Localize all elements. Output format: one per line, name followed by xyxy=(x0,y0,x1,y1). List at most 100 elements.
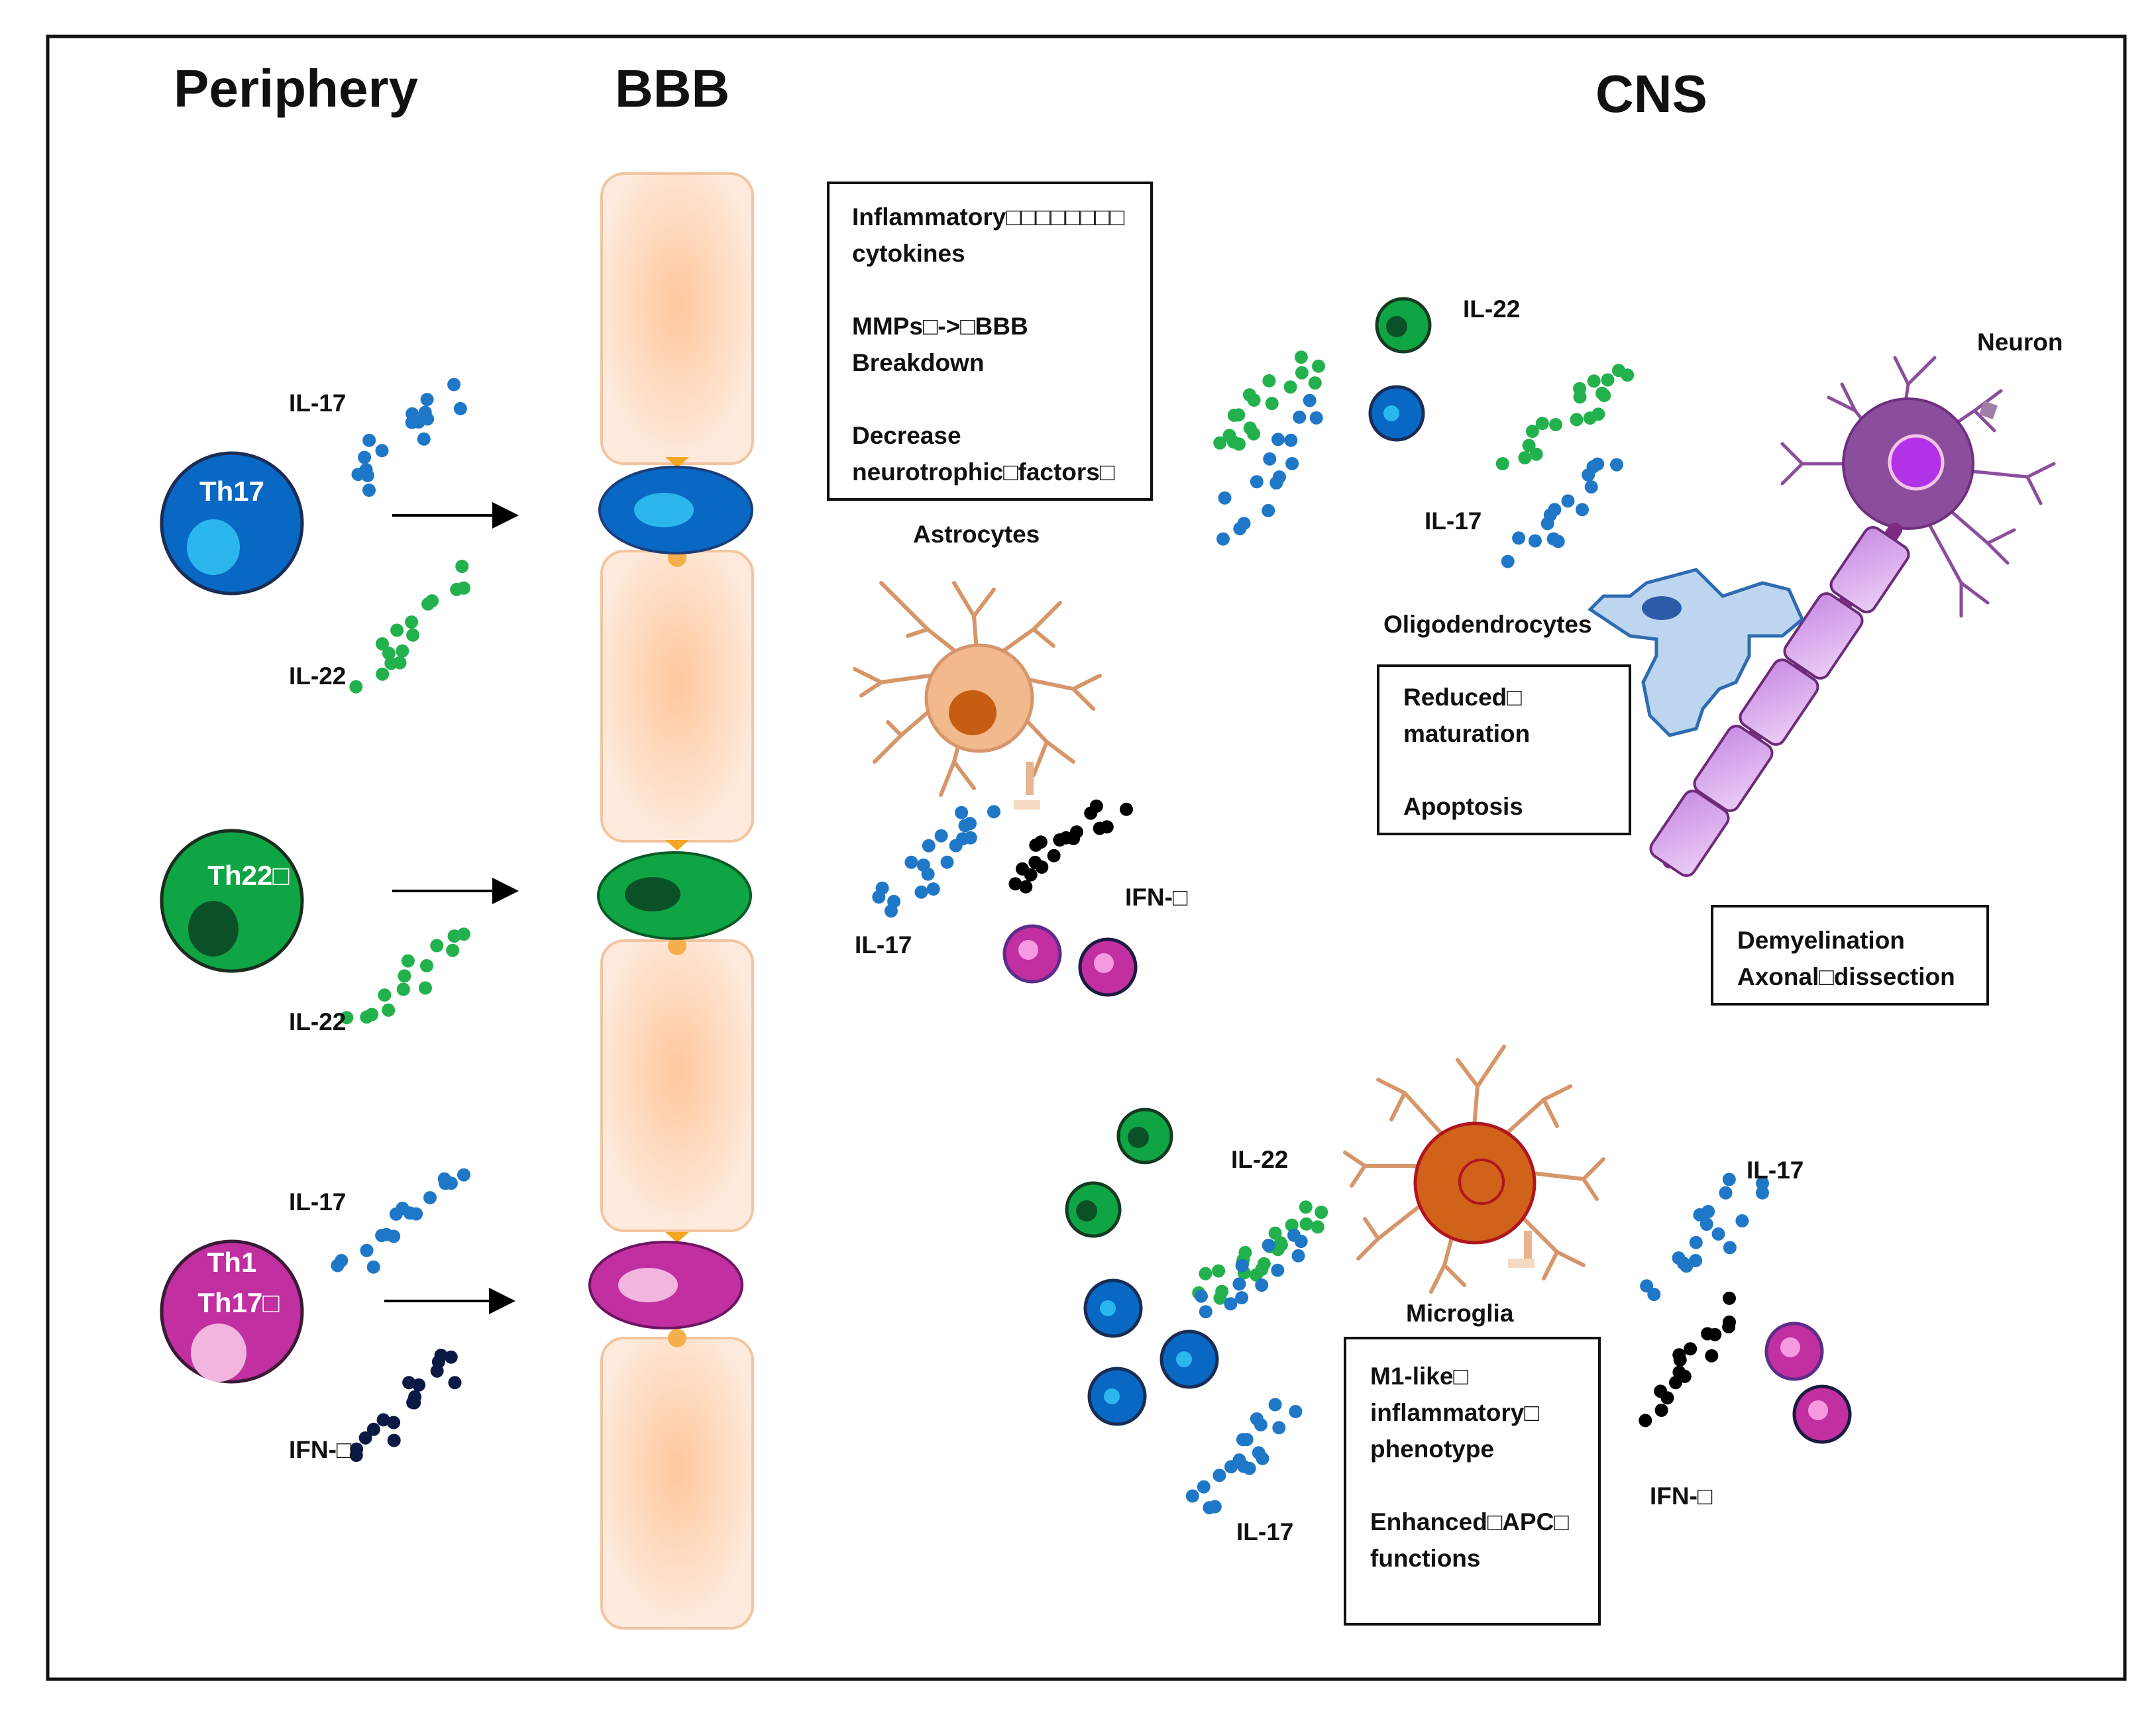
cytokine-dot xyxy=(1084,806,1098,820)
cytokine-dot xyxy=(1235,1259,1249,1272)
cytokine-dot xyxy=(402,1376,416,1390)
th22-cell xyxy=(160,829,304,973)
th1-label: Th1 xyxy=(207,1247,257,1278)
cytokine-dot xyxy=(1549,418,1562,431)
cytokine-dot xyxy=(376,637,389,650)
cytokine-dot xyxy=(1512,531,1526,545)
cytokine-dot xyxy=(1035,860,1049,874)
demyelination-box: Demyelination Axonal□dissection xyxy=(1711,905,1989,1006)
oligodendrocyte-effects-box: Reduced□ maturation Apoptosis xyxy=(1377,664,1631,835)
il22-label-periphery-2: IL-22 xyxy=(289,1008,347,1035)
cytokine-dot xyxy=(446,943,460,957)
outer-frame xyxy=(46,34,2127,1681)
endothelial-cell-4 xyxy=(600,1337,754,1630)
cytokine-dot xyxy=(1247,427,1261,441)
cytokine-dot xyxy=(1216,532,1230,546)
cytokine-dot xyxy=(420,959,433,972)
oligo-effects-line-2: maturation xyxy=(1403,720,1531,747)
cytokine-dot xyxy=(366,1422,380,1436)
cytokine-dot xyxy=(1535,417,1549,431)
cytokine-dot xyxy=(1610,458,1623,472)
cytokine-dot xyxy=(335,1254,349,1267)
il22-label-cns-top: IL-22 xyxy=(1463,295,1521,323)
cytokine-dot xyxy=(1271,433,1285,446)
cytokine-dot xyxy=(1640,1279,1654,1293)
cytokine-dot xyxy=(1185,1489,1199,1503)
cytokine-dot xyxy=(423,1191,437,1205)
oligo-effects-line-1: Reduced□ xyxy=(1403,684,1522,711)
cytokine-dot xyxy=(1315,1206,1328,1220)
cytokine-dot xyxy=(1255,1278,1269,1292)
cytokine-dot xyxy=(1269,476,1283,490)
cytokine-dot xyxy=(1522,439,1536,452)
ifn-label-microglia: IFN-□ xyxy=(1650,1482,1713,1510)
cns-th17-nucleus-1 xyxy=(1383,405,1399,421)
microglia-effects-line-2: inflammatory□ xyxy=(1370,1399,1539,1426)
cytokine-dot xyxy=(1285,1218,1299,1232)
cytokine-dot xyxy=(955,805,969,819)
th17-label: Th17 xyxy=(199,476,265,507)
cytokine-dot xyxy=(407,1396,421,1410)
header-cns: CNS xyxy=(1595,64,1707,123)
cytokine-dot xyxy=(1587,374,1601,388)
astrocyte-process-fragment xyxy=(1026,762,1034,795)
oligodendrocytes-label: Oligodendrocytes xyxy=(1383,611,1592,638)
cytokine-dot xyxy=(365,1008,379,1021)
cytokine-dot xyxy=(921,867,935,881)
th22-label: Th22□ xyxy=(207,860,290,891)
cytokine-dot xyxy=(1543,508,1557,522)
cytokine-dot xyxy=(1722,1320,1736,1333)
cytokine-dot xyxy=(1284,433,1298,447)
cytokine-dot xyxy=(1199,1305,1213,1319)
cytokine-dot xyxy=(1684,1342,1698,1356)
cytokine-dot xyxy=(1756,1176,1769,1190)
cytokine-dot xyxy=(375,444,389,458)
cytokine-dot xyxy=(1255,1263,1269,1276)
cytokine-dot xyxy=(1271,1263,1285,1277)
cytokine-dot xyxy=(1529,447,1543,461)
microglia-effects-box: M1-like□ inflammatory□ phenotype Enhance… xyxy=(1344,1337,1601,1626)
cytokine-dot xyxy=(447,378,461,391)
cytokine-dot xyxy=(1287,1228,1301,1242)
cytokine-dot xyxy=(450,582,464,596)
cytokine-dot xyxy=(1224,1460,1238,1474)
cytokine-dot xyxy=(1053,833,1067,847)
cns-th22-nucleus-1 xyxy=(1386,316,1407,337)
cytokine-dot xyxy=(1525,425,1539,439)
cytokine-dot xyxy=(396,644,409,658)
cytokine-dot xyxy=(1199,1267,1213,1280)
cytokine-dot xyxy=(1699,1218,1713,1231)
cns-th22-nucleus-3 xyxy=(1076,1200,1097,1221)
cytokine-dot xyxy=(1212,1264,1226,1278)
cytokine-dot xyxy=(1719,1186,1733,1200)
cytokine-dot xyxy=(987,805,1000,819)
myelinated-axon xyxy=(1649,523,1910,877)
il22-label-periphery-1: IL-22 xyxy=(289,662,347,690)
cytokine-dot xyxy=(963,817,977,831)
cytokine-dot xyxy=(1723,1291,1736,1305)
cytokine-dot xyxy=(376,667,390,681)
cytokine-dot xyxy=(1678,1369,1692,1383)
cytokine-dot xyxy=(387,1433,401,1447)
cytokine-dot xyxy=(1660,1391,1674,1405)
cytokine-dot xyxy=(1708,1327,1722,1341)
cns-th1-nucleus-4 xyxy=(1808,1400,1828,1420)
bbb-endothelium xyxy=(600,172,754,1630)
cytokine-dot xyxy=(378,988,392,1002)
cytokine-dot xyxy=(1236,1433,1250,1447)
neuron-label: Neuron xyxy=(1977,329,2063,356)
bbb-effects-line-3: MMPs□->□BBB xyxy=(852,313,1028,340)
th17-migrating-nucleus xyxy=(634,493,694,527)
th22-nucleus xyxy=(188,901,239,957)
cytokine-dot xyxy=(448,1376,462,1390)
ifn-label-periphery: IFN-□ xyxy=(289,1436,352,1463)
neuron-nucleus xyxy=(1888,434,1945,491)
cytokine-dot xyxy=(389,1207,403,1221)
cytokine-dot xyxy=(358,1431,372,1445)
cytokine-dot xyxy=(1197,1480,1211,1494)
cns-th17-nucleus-3 xyxy=(1176,1351,1192,1367)
microglia-body xyxy=(1413,1121,1536,1245)
cytokine-dot xyxy=(384,656,398,670)
cytokine-dot xyxy=(401,954,415,968)
